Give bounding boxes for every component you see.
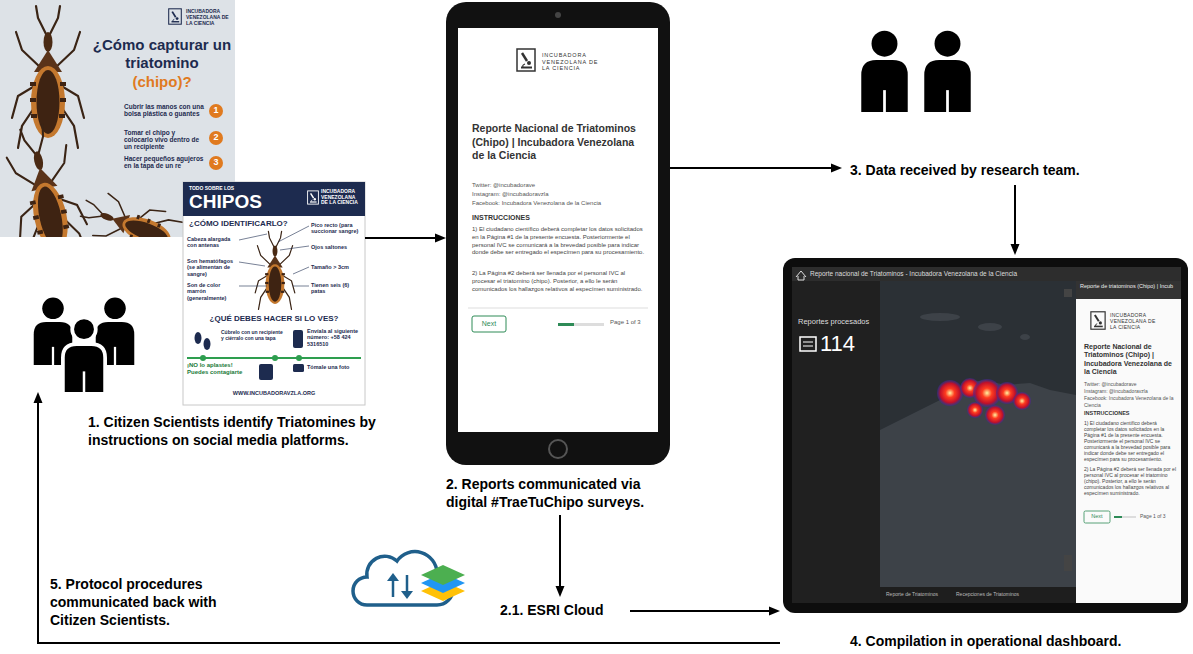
dashboard-text: 2) La Página #2 deberá ser llenada por e… bbox=[1084, 466, 1176, 496]
dashboard-text: INSTRUCCIONES bbox=[1084, 410, 1176, 417]
dashboard-text: Instagram: @incubadoravzla bbox=[1084, 388, 1176, 395]
poster-text: 1 bbox=[209, 106, 223, 116]
poster-card: TODO SOBRE LOSCHIPOS INCUBADORA VENEZOLAN… bbox=[183, 182, 365, 405]
cloud-node: 2.1. ESRI Cloud bbox=[500, 597, 630, 625]
flow-arrow bbox=[630, 607, 780, 616]
dashboard-text: Reporte de triatominos (Chipo) | Incub bbox=[1080, 283, 1178, 290]
dashboard-text: Reporte Nacional de Triatominos (Chipo) … bbox=[1084, 343, 1176, 377]
poster-text: Tómale una foto bbox=[307, 364, 361, 370]
people-icon bbox=[861, 31, 970, 112]
form-text: 2) La Página #2 deberá ser llenada por e… bbox=[472, 270, 648, 293]
dashboard-text: Reportes procesados bbox=[798, 317, 878, 326]
connector-line bbox=[1014, 185, 1016, 244]
poster-text: Son hematófagos (se alimentan de sangre) bbox=[187, 258, 239, 277]
arrow-head bbox=[769, 607, 780, 616]
connector-line bbox=[670, 167, 831, 169]
poster-text: Cubrir las manos con una bolsa plástica … bbox=[124, 104, 204, 118]
form-text: 1) El ciudadano científico deberá comple… bbox=[472, 226, 648, 257]
poster-text: INCUBADORA VENEZOLANA DE LA CIENCIA bbox=[186, 9, 232, 26]
form-text: INCUBADORA VENEZOLANA DE LA CIENCIA bbox=[542, 52, 604, 72]
arrow-head bbox=[34, 392, 43, 403]
poster-text: Tamaño > 3cm bbox=[311, 264, 363, 270]
dashboard-text: Reporte de Triatominos bbox=[886, 591, 956, 597]
poster-text: (chipo)? bbox=[92, 73, 232, 91]
flow-arrow bbox=[670, 164, 842, 173]
form-text: Instagram: @incubadoravzla bbox=[472, 191, 648, 199]
poster-text: Cúbrelo con un recipiente y ciérralo con… bbox=[221, 330, 285, 342]
form-text: INSTRUCCIONES bbox=[472, 214, 648, 222]
poster-text: Hacer pequeños agujeros en la tapa de un… bbox=[124, 156, 204, 170]
step-label: 5. Protocol procedures communicated back… bbox=[50, 575, 260, 630]
connector-line bbox=[630, 610, 769, 612]
poster-text: ¡NO lo aplastes! Puedes contagiarte bbox=[187, 362, 251, 376]
monitor-screen bbox=[783, 258, 1188, 613]
dashboard-monitor: Reporte nacional de Triatominos - Incuba… bbox=[780, 255, 1193, 654]
form-text: Page 1 of 3 bbox=[610, 319, 656, 326]
dashboard-text: 4. Compilation in operational dashboard. bbox=[850, 633, 1190, 650]
poster-text: 3 bbox=[209, 158, 223, 168]
poster-text: INCUBADORA VENEZOLANA DE LA CIENCIA bbox=[321, 189, 363, 206]
form-text: Twitter: @incubadorave bbox=[472, 182, 648, 190]
arrow-head bbox=[831, 164, 842, 173]
flow-arrow bbox=[34, 392, 781, 643]
actor-group: 1. Citizen Scientists identify Triatomin… bbox=[28, 295, 140, 392]
dashboard-text: Page 1 of 3 bbox=[1140, 513, 1178, 519]
poster-text: ¿CÓMO IDENTIFICARLO? bbox=[189, 220, 309, 229]
dashboard-text: Next bbox=[1084, 513, 1110, 520]
form-text: 2. Reports communicated via digital #Tra… bbox=[446, 475, 674, 511]
dashboard-text: 114 bbox=[820, 333, 876, 355]
arrow-head bbox=[556, 586, 565, 597]
connector-line bbox=[559, 515, 561, 586]
flow-arrow bbox=[365, 234, 446, 243]
dashboard-text: Facebook: Incubadora Venezolana de la Ci… bbox=[1084, 395, 1176, 408]
form-text: Next bbox=[472, 320, 506, 328]
tablet-device bbox=[446, 2, 670, 465]
form-text: Facebook: Incubadora Venezolana de la Ci… bbox=[472, 200, 648, 208]
poster-text: Envíala al siguiente número: +58 424 531… bbox=[307, 328, 363, 347]
poster-image bbox=[183, 182, 365, 405]
poster-text: Son de color marrón (generalmente) bbox=[187, 282, 239, 301]
arrow-head bbox=[1011, 244, 1020, 255]
dashboard-text: 1) El ciudadano científico deberá comple… bbox=[1084, 420, 1176, 462]
poster-text: Ojos saltones bbox=[311, 244, 363, 250]
poster-text: WWW.INCUBADORAVZLA.ORG bbox=[189, 390, 359, 396]
poster-text: Cabeza alargada con antenas bbox=[187, 236, 237, 249]
poster-text: Pico recto (para succionar sangre) bbox=[311, 222, 363, 235]
dashboard-text: INCUBADORA VENEZOLANA DE LA CIENCIA bbox=[1110, 312, 1160, 330]
poster-text: CHIPOS bbox=[189, 192, 301, 213]
connector-line bbox=[38, 403, 780, 643]
poster-text: ¿Cómo capturar un triatomino bbox=[92, 36, 232, 72]
poster-text: Tomar el chipo y colocarlo vivo dentro d… bbox=[124, 130, 204, 150]
dashboard-text: Reporte nacional de Triatominos - Incuba… bbox=[810, 270, 1060, 278]
flow-arrow bbox=[556, 515, 565, 597]
poster-text: TODO SOBRE LOS bbox=[189, 186, 269, 192]
poster-text: 2 bbox=[209, 133, 223, 143]
step-label: 2.1. ESRI Cloud bbox=[500, 602, 630, 619]
flow-arrow bbox=[1011, 185, 1020, 255]
dashboard-text: Twitter: @incubadorave bbox=[1084, 381, 1176, 388]
team-node: 3. Data received by research team. bbox=[842, 25, 1190, 185]
connector-line bbox=[365, 237, 435, 239]
poster-text: Tienen seis (6) patas bbox=[311, 282, 363, 295]
poster-text: ¿QUÉ DEBES HACER SI LO VES? bbox=[189, 315, 359, 324]
dashboard-text: Recepciones de Triatominos bbox=[956, 591, 1036, 597]
form-text: Reporte Nacional de Triatominos (Chipo) … bbox=[472, 122, 648, 163]
step-label: 1. Citizen Scientists identify Triatomin… bbox=[88, 413, 400, 449]
step-label: 3. Data received by research team. bbox=[850, 161, 1180, 179]
tablet-form: INCUBADORA VENEZOLANA DE LA CIENCIA Repor… bbox=[446, 2, 670, 515]
cloud-icon bbox=[353, 552, 465, 605]
arrow-head bbox=[435, 234, 446, 243]
people-icon bbox=[34, 298, 135, 394]
